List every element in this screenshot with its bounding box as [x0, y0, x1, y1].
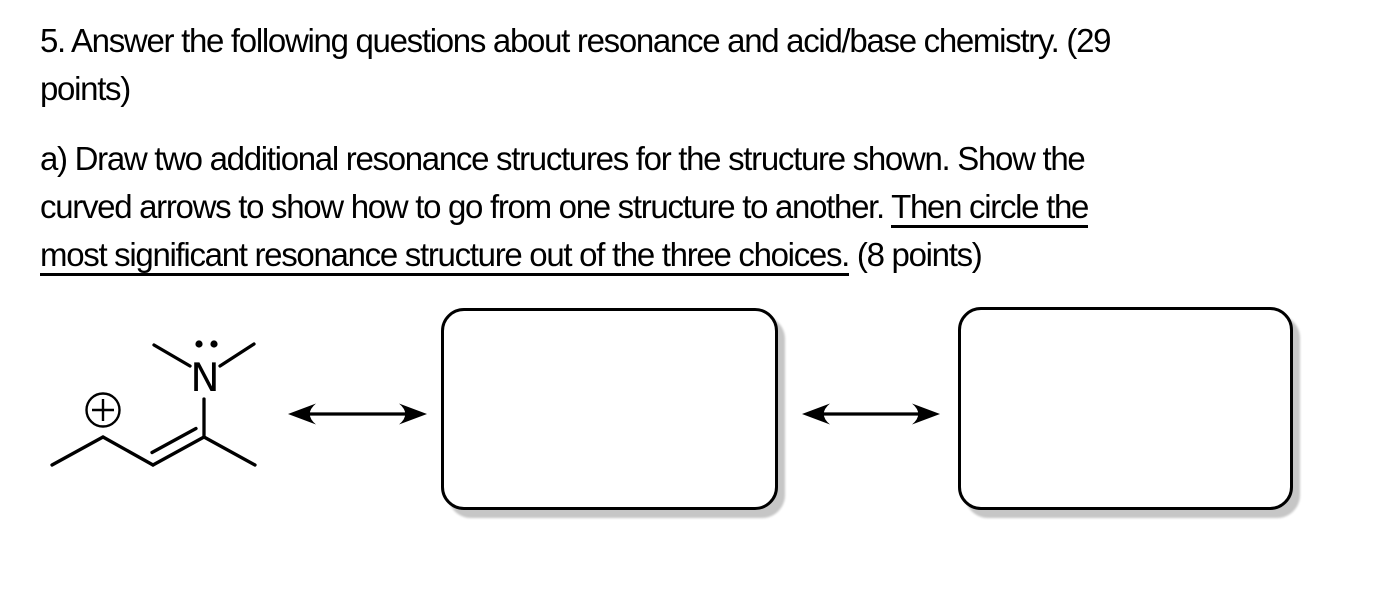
part-a-instructions: a) Draw two additional resonance structu…	[40, 135, 1089, 279]
part-a-line-3-normal: (8 points)	[849, 236, 983, 273]
lone-pair-dots-icon	[195, 340, 218, 348]
part-a-line-2-underlined: Then circle the	[891, 188, 1089, 228]
answer-box-2[interactable]	[958, 307, 1293, 510]
part-a-line-1: a) Draw two additional resonance structu…	[40, 140, 1086, 177]
part-a-line-2: curved arrows to show how to go from one…	[40, 183, 1089, 231]
answer-box-1[interactable]	[441, 308, 778, 510]
resonance-arrow-icon	[802, 403, 940, 425]
question-5-line-2: points)	[40, 70, 131, 107]
plus-charge-icon	[85, 392, 121, 428]
resonance-arrow-icon	[288, 403, 427, 425]
question-5-line-1: 5. Answer the following questions about …	[40, 22, 1111, 59]
bond-lines	[50, 342, 257, 467]
question-5-stem: 5. Answer the following questions about …	[40, 17, 1111, 113]
part-a-line-2-normal: curved arrows to show how to go from one…	[40, 188, 892, 225]
molecule-structure: N	[50, 340, 257, 467]
part-a-line-3-underlined: most significant resonance structure out…	[40, 236, 850, 276]
nitrogen-atom-label: N	[190, 356, 219, 401]
part-a-line-3: most significant resonance structure out…	[40, 231, 1088, 279]
